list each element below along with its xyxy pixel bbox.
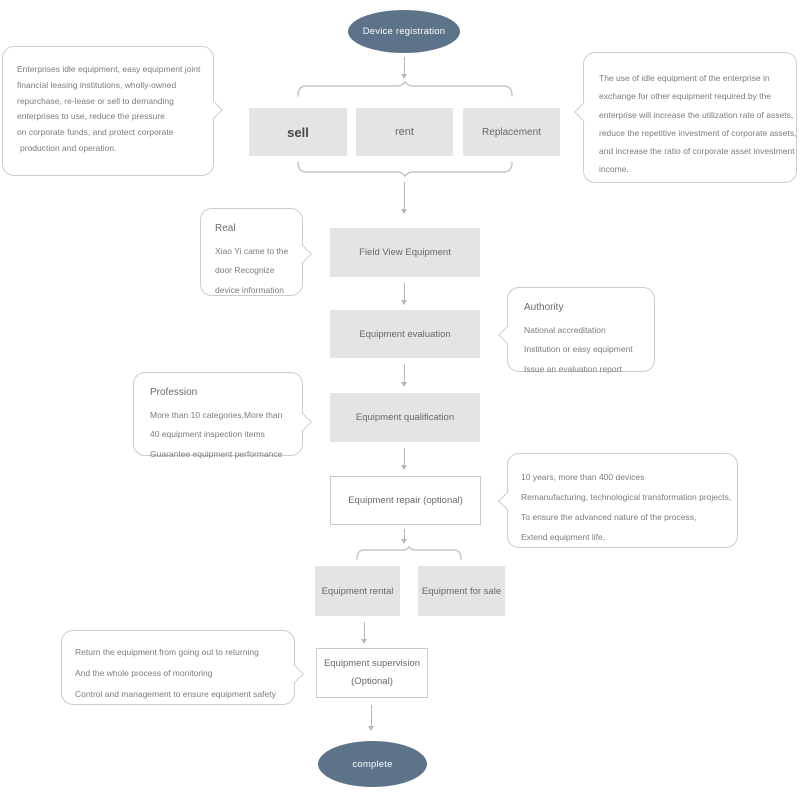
- brace-options-top: [297, 80, 513, 97]
- callout-line: Enterprises idle equipment, easy equipme…: [17, 64, 201, 74]
- supervision-label-line2: (Optional): [351, 676, 393, 687]
- step-box-evaluation: Equipment evaluation: [330, 310, 480, 358]
- callout-line: repurchase, re-lease or sell to demandin…: [17, 95, 174, 106]
- callout-line: Issue an evaluation report: [524, 363, 622, 374]
- connector-arrow: [367, 705, 376, 731]
- step-label: Equipment repair (optional): [348, 495, 463, 506]
- callout-supervision-scope: Return the equipment from going out to r…: [61, 630, 304, 705]
- callout-line: Extend equipment life.: [521, 532, 606, 542]
- outcome-label: Equipment rental: [321, 585, 394, 597]
- option-label: sell: [287, 124, 309, 140]
- callout-line: National accreditation: [524, 324, 606, 335]
- step-label: Equipment evaluation: [359, 328, 451, 340]
- callout-line: 40 equipment inspection items: [150, 429, 265, 439]
- outcome-label: Equipment for sale: [421, 585, 502, 597]
- callout-line: Xiao Yi came to the: [215, 245, 289, 256]
- callout-authority: Authority National accreditation Institu…: [498, 287, 655, 374]
- callout-replacement-benefit: The use of idle equipment of the enterpr…: [574, 52, 797, 183]
- callout-line: reduce the repetitive investment of corp…: [599, 127, 797, 138]
- callout-line: Control and management to ensure equipme…: [75, 689, 276, 699]
- option-label: rent: [395, 126, 414, 138]
- callout-line: production and operation.: [20, 142, 117, 153]
- callout-title: Authority: [524, 302, 564, 313]
- callout-line: enterprises to use, reduce the pressure: [17, 111, 165, 122]
- callout-line: device information: [215, 284, 284, 295]
- end-node-label: complete: [352, 758, 393, 770]
- callout-line: and increase the ratio of corporate asse…: [599, 146, 795, 157]
- callout-line: door Recognize: [215, 265, 275, 275]
- option-box-sell: sell: [249, 108, 347, 156]
- supervision-label-line1: Equipment supervision: [323, 657, 421, 669]
- step-box-supervision: Equipment supervision (Optional): [316, 648, 428, 698]
- connector-arrow: [400, 182, 409, 214]
- connector-arrow: [400, 529, 409, 544]
- callout-line: 10 years, more than 400 devices: [521, 472, 645, 482]
- callout-tail-icon: [574, 102, 594, 122]
- callout-line: More than 10 categories,More than: [150, 409, 283, 420]
- step-label: Field View Equipment: [359, 247, 451, 258]
- brace-options-bottom: [297, 161, 513, 178]
- callout-line: Remanufacturing, technological transform…: [521, 492, 732, 502]
- callout-title: Profession: [150, 387, 198, 398]
- outcome-box-for-sale: Equipment for sale: [418, 566, 505, 616]
- connector-arrow: [400, 283, 409, 305]
- callout-tail-icon: [203, 100, 223, 120]
- callout-line: To ensure the advanced nature of the pro…: [521, 512, 697, 522]
- step-label: Equipment qualification: [355, 412, 455, 423]
- callout-line: exchange for other equipment required by…: [599, 91, 772, 102]
- brace-outcomes: [356, 545, 462, 560]
- option-box-rent: rent: [356, 108, 453, 156]
- outcome-box-rental: Equipment rental: [315, 566, 400, 616]
- callout-line: Institution or easy equipment: [524, 344, 633, 354]
- callout-line: income.: [599, 164, 629, 175]
- callout-line: The use of idle equipment of the enterpr…: [599, 73, 770, 83]
- option-box-replacement: Replacement: [463, 108, 560, 156]
- connector-arrow: [400, 57, 409, 79]
- step-box-field-view: Field View Equipment: [330, 228, 480, 277]
- connector-arrow: [400, 364, 409, 387]
- callout-tail-icon: [498, 491, 518, 511]
- callout-line: financial leasing institutions, wholly-o…: [17, 79, 177, 90]
- callout-line: Guarantee equipment performance: [150, 448, 283, 459]
- callout-title: Real: [215, 223, 236, 234]
- step-box-qualification: Equipment qualification: [330, 393, 480, 442]
- callout-repair-capability: 10 years, more than 400 devices Remanufa…: [498, 453, 738, 548]
- callout-line: on corporate funds, and protect corporat…: [17, 127, 174, 138]
- end-node: complete: [318, 741, 427, 787]
- connector-arrow: [360, 622, 369, 644]
- callout-line: Return the equipment from going out to r…: [75, 647, 259, 657]
- start-node: Device registration: [348, 10, 460, 53]
- connector-arrow: [400, 448, 409, 470]
- option-label: Replacement: [482, 126, 541, 138]
- callout-line: enterprise will increase the utilization…: [599, 109, 794, 120]
- start-node-label: Device registration: [362, 26, 446, 37]
- callout-line: And the whole process of monitoring: [75, 668, 213, 678]
- callout-tail-icon: [498, 325, 518, 345]
- callout-idle-equipment: Enterprises idle equipment, easy equipme…: [2, 46, 223, 176]
- callout-real: Real Xiao Yi came to the door Recognize …: [200, 208, 312, 296]
- step-box-repair: Equipment repair (optional): [330, 476, 481, 525]
- callout-profession: Profession More than 10 categories,More …: [133, 372, 312, 459]
